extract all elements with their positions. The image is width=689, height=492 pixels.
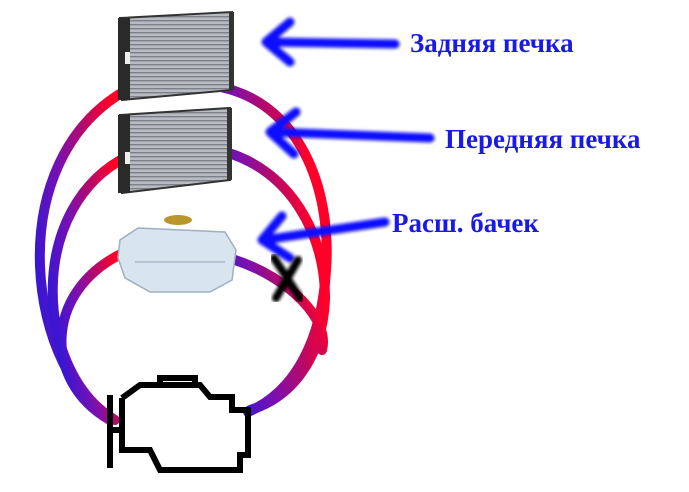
label-expansion-tank: Расш. бачек xyxy=(392,208,539,238)
arrows xyxy=(257,17,435,263)
label-rear-heater: Задняя печка xyxy=(410,28,574,58)
arrow-rear-heater xyxy=(261,17,400,67)
hose-front-heater-left xyxy=(47,150,135,423)
arrow-expansion-tank xyxy=(257,211,390,263)
front-heater-radiator xyxy=(118,106,232,195)
engine-icon xyxy=(107,375,251,473)
arrow-front-heater xyxy=(265,107,435,159)
rear-heater-radiator xyxy=(118,10,234,102)
blocked-x-icon xyxy=(270,254,304,302)
hose-front-heater-right xyxy=(220,147,331,415)
label-front-heater: Передняя печка xyxy=(445,124,641,154)
expansion-tank xyxy=(117,215,237,293)
hose-tank-left xyxy=(56,245,135,425)
